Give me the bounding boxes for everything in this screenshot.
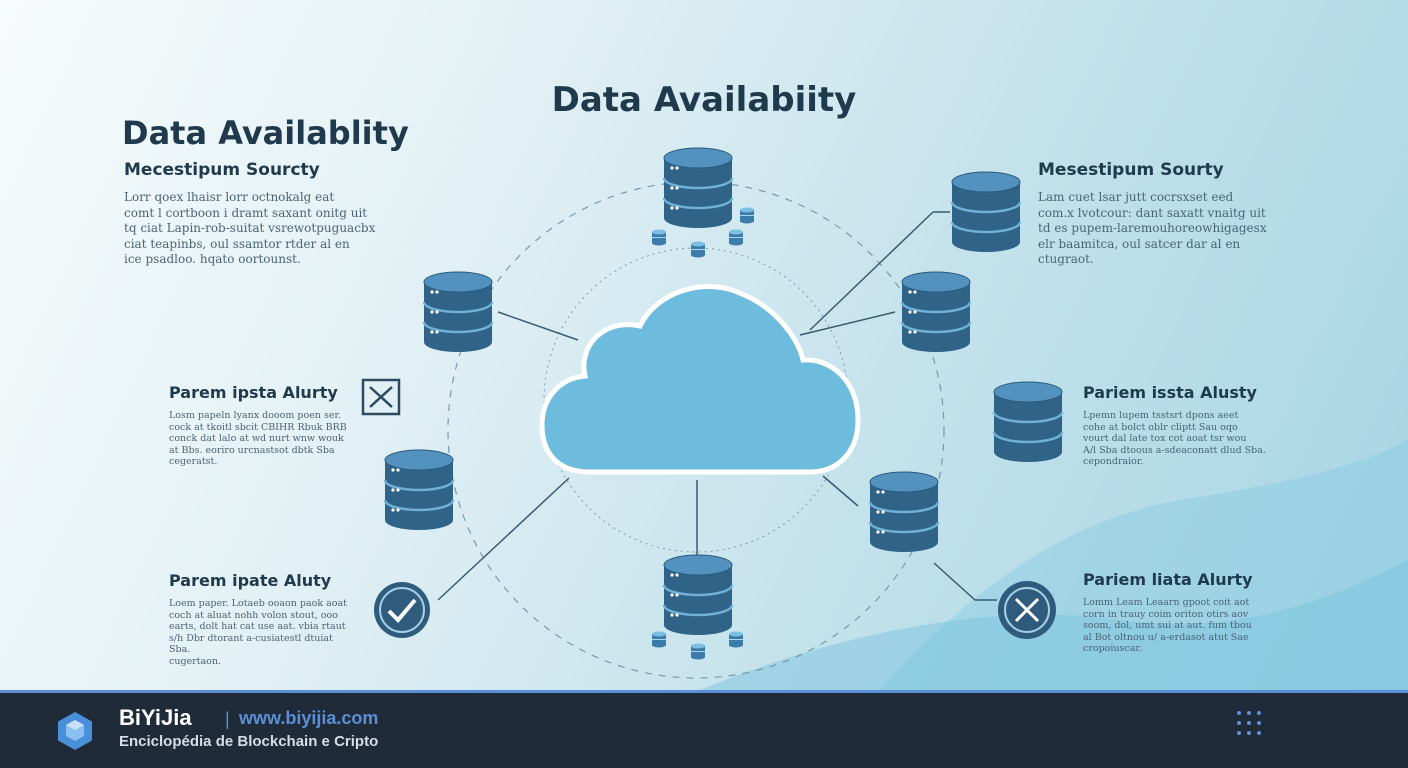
- mini-database-cluster-bottom: [651, 631, 744, 660]
- database-icon-right-lower: [868, 470, 940, 554]
- database-icon-right-upper: [900, 270, 972, 354]
- diagram-title: Data Availabiity: [551, 80, 857, 120]
- info-block-right-upper: Pariem issta Alusty Lpemn lupem tsstsrt …: [1083, 383, 1268, 468]
- right-info-text: Lam cuet lsar jutt cocrsxset eed com.x l…: [1038, 190, 1267, 266]
- footer-separator: |: [225, 709, 230, 729]
- info-block-heading: Pariem issta Alusty: [1083, 383, 1257, 402]
- close-circle-icon: [998, 581, 1056, 639]
- info-block-heading: Pariem liata Alurty: [1083, 570, 1253, 589]
- left-panel-title: Data Availablity: [122, 114, 409, 152]
- diagram-canvas: Data Availabiity Data Availablity Mecest…: [122, 80, 1408, 690]
- database-icon-bottom: [662, 553, 734, 637]
- footer-tagline: Enciclopédia de Blockchain e Cripto: [119, 733, 379, 750]
- database-icon-top: [662, 146, 734, 230]
- left-info-heading: Mecestipum Sourcty: [124, 160, 320, 180]
- info-block-left-lower: Parem ipate Aluty Loem paper. Lotaeb ooa…: [169, 571, 354, 667]
- network-diagram: [361, 146, 1064, 679]
- footer-bar: BiYiJia | www.biyijia.com Enciclopédia d…: [0, 690, 1408, 768]
- info-block-heading: Parem ipate Aluty: [169, 571, 332, 590]
- info-block-left-upper: Parem ipsta Alurty Losm papeln lyanx doo…: [169, 383, 354, 468]
- info-block-text: Lpemn lupem tsstsrt dpons aeet cohe at b…: [1083, 410, 1266, 467]
- info-block-text: Loem paper. Lotaeb ooaon paok aoat coch …: [169, 598, 347, 667]
- database-icon-left-lower: [383, 448, 455, 532]
- info-block-text: Lomm Leam Leaarn gpoot coit aot corn in …: [1083, 597, 1252, 654]
- right-info-heading: Mesestipum Sourty: [1038, 160, 1224, 180]
- cloud-icon: [539, 284, 861, 475]
- footer-url-link[interactable]: www.biyijia.com: [239, 708, 379, 728]
- left-info-block: Mecestipum Sourcty Lorr qoex lhaisr lorr…: [124, 160, 394, 268]
- right-info-block: Mesestipum Sourty Lam cuet lsar jutt coc…: [1038, 160, 1268, 268]
- cube-logo-icon: [58, 712, 92, 750]
- connector-lines: [437, 211, 997, 601]
- info-block-right-lower: Pariem liata Alurty Lomm Leam Leaarn gpo…: [1083, 570, 1268, 655]
- database-icon-right-top: [950, 170, 1022, 254]
- close-icon: [361, 378, 401, 416]
- check-icon: [374, 582, 430, 638]
- info-block-heading: Parem ipsta Alurty: [169, 383, 338, 402]
- footer-brand: BiYiJia: [119, 705, 192, 730]
- database-icon-left-upper: [422, 270, 494, 354]
- info-block-text: Losm papeln lyanx dooom poen ser. cock a…: [169, 410, 347, 467]
- database-icon-right-middle: [992, 380, 1064, 464]
- left-info-text: Lorr qoex lhaisr lorr octnokalg eat comt…: [124, 190, 376, 266]
- dots-grid-icon[interactable]: [1236, 710, 1266, 740]
